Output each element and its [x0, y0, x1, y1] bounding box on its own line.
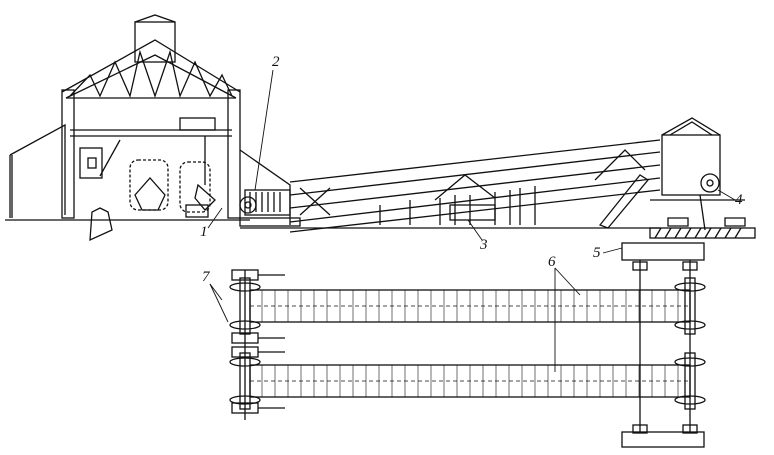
pulley	[674, 282, 706, 292]
pulley-drum	[684, 352, 696, 410]
callout-5: 5	[593, 245, 601, 261]
pulley-drum	[684, 277, 696, 335]
leader-lines	[207, 69, 736, 372]
pulley-drum	[239, 277, 251, 335]
plan-view	[229, 242, 706, 448]
pulley	[229, 282, 261, 292]
callout-1: 1	[200, 224, 208, 240]
bearing-block	[682, 261, 698, 271]
callout-6: 6	[548, 254, 556, 270]
pulley	[229, 357, 261, 367]
inclined-conveyor	[240, 139, 661, 233]
callout-7: 7	[202, 269, 210, 285]
bearing-block	[632, 424, 648, 434]
gallery-supports	[379, 174, 649, 229]
head-house	[649, 117, 756, 239]
pulley	[229, 320, 261, 330]
pulley	[229, 395, 261, 405]
callout-2: 2	[272, 54, 280, 70]
pulley	[674, 357, 706, 367]
pulley-drum	[239, 352, 251, 410]
bearing-block	[682, 424, 698, 434]
pulley	[674, 320, 706, 330]
feeder-unit	[239, 149, 301, 227]
callout-4: 4	[735, 192, 743, 208]
pulley	[674, 395, 706, 405]
callout-3: 3	[480, 237, 488, 253]
bearing-block	[632, 261, 648, 271]
main-building	[5, 14, 250, 242]
